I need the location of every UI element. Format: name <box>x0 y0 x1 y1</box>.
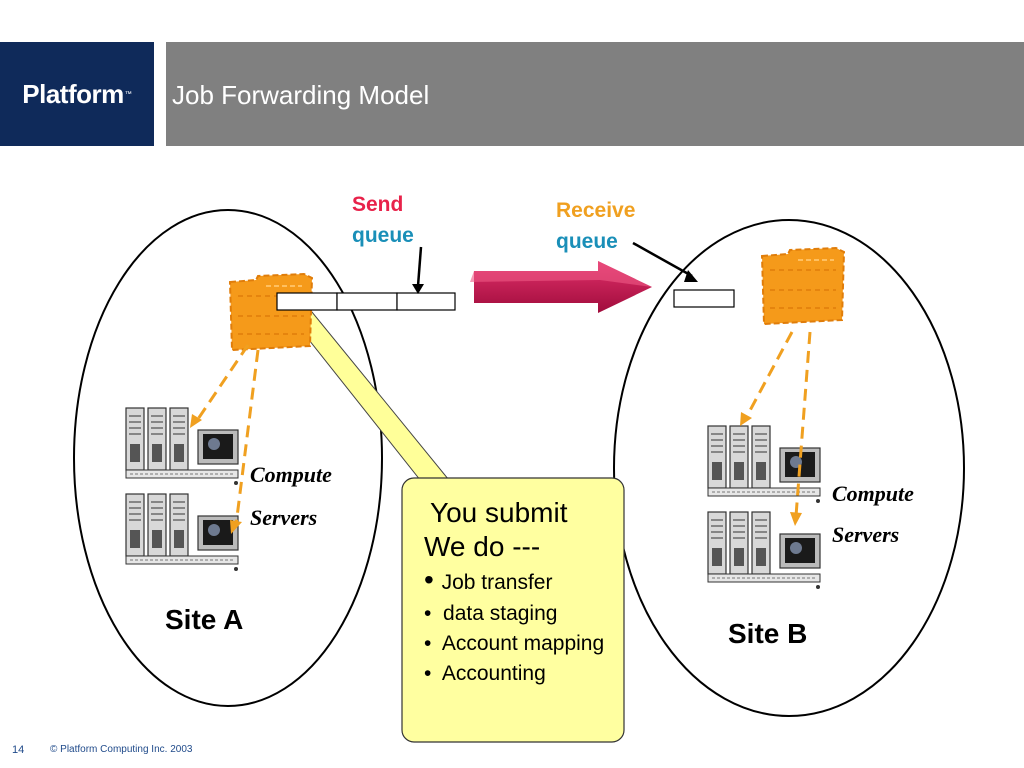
forwarding-arrow-highlight <box>470 261 652 287</box>
page-number: 14 <box>12 744 25 756</box>
dispatch-arrow <box>794 331 812 517</box>
site-b-server-group-icon <box>707 511 821 590</box>
site-b-compute-label: Compute <box>832 481 914 506</box>
callout-item: • Accounting <box>424 662 546 685</box>
send-queue-slot <box>276 292 338 311</box>
callout-item: • Job transfer <box>424 564 553 595</box>
dispatch-arrow-head <box>190 414 202 428</box>
site-b-folder-icon <box>761 247 845 325</box>
callout-text: You submit We do --- • Job transfer • da… <box>402 478 624 742</box>
site-a-label: Site A <box>165 604 244 635</box>
dispatch-arrow <box>234 349 260 526</box>
site-a-boundary <box>73 209 383 707</box>
title-bar <box>166 42 1024 146</box>
receive-queue-pointer-head <box>684 270 698 282</box>
logo-trademark: ™ <box>124 90 132 98</box>
callout-item-text: Job transfer <box>441 571 553 594</box>
receive-queue-label: queue <box>556 230 618 253</box>
callout-line-wedo: We do --- <box>424 531 541 562</box>
callout-item: • Account mapping <box>424 632 605 655</box>
copyright: © Platform Computing Inc. 2003 <box>50 744 193 755</box>
callout-item-text: Accounting <box>441 662 546 685</box>
send-queue-pointer-head <box>412 284 424 294</box>
site-b-label: Site B <box>728 618 808 649</box>
receive-queue-pointer <box>632 241 693 278</box>
send-label: Send <box>352 193 404 216</box>
site-b-boundary <box>613 219 965 717</box>
send-queue-pointer <box>416 246 423 287</box>
dispatch-arrow <box>194 344 250 423</box>
dispatch-arrow-head <box>230 520 242 534</box>
site-a-server-group-icon <box>125 407 239 486</box>
callout-item-text: Account mapping <box>441 632 605 655</box>
site-a-compute-label: Compute <box>250 462 332 487</box>
logo-text: Platform <box>22 78 124 109</box>
receive-queue-slot <box>673 289 735 308</box>
callout-item-text: data staging <box>443 602 558 625</box>
site-a-servers-label: Servers <box>250 505 318 530</box>
send-queue-label: queue <box>352 224 414 247</box>
forwarding-arrow <box>474 261 652 313</box>
dispatch-arrow <box>744 331 794 419</box>
dispatch-arrow-head <box>790 512 802 526</box>
site-a-server-group-icon <box>125 493 239 572</box>
callout-box <box>401 477 625 743</box>
receive-label: Receive <box>556 199 636 222</box>
callout-item: • data staging <box>424 602 558 625</box>
dispatch-arrow-head <box>740 412 752 426</box>
send-queue-slot <box>336 292 398 311</box>
site-a-folder-icon <box>229 273 313 351</box>
send-queue-slot <box>396 292 456 311</box>
slide-title: Job Forwarding Model <box>172 80 430 110</box>
callout-line-submit: You submit <box>430 497 568 528</box>
site-b-servers-label: Servers <box>832 522 900 547</box>
